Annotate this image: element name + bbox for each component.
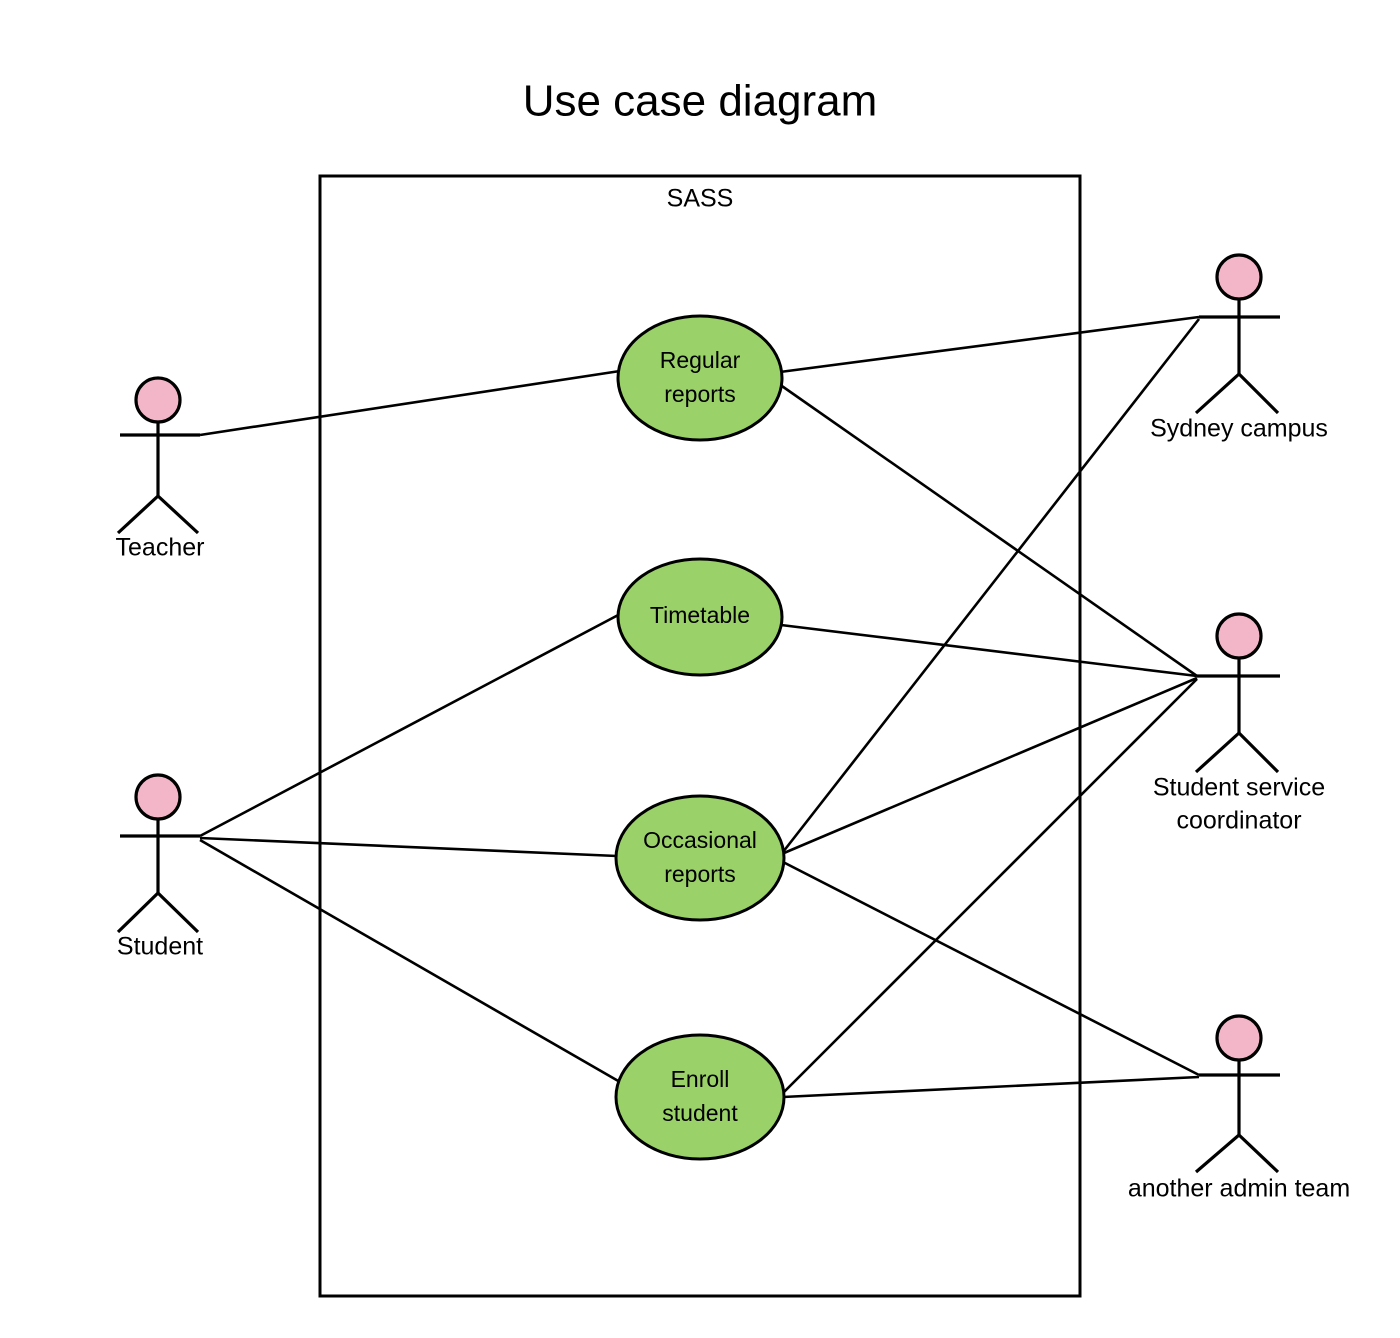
association-student-enroll-student [199,838,621,1084]
actor-label: Teacher [116,534,205,562]
association-line [783,676,1198,855]
actor-student[interactable]: Student [116,773,203,961]
association-line [199,369,621,437]
association-line [782,1075,1200,1099]
association-line [199,838,621,1084]
association-line [199,836,618,858]
actor-sydney-campus[interactable]: Sydney campus [1150,253,1328,443]
association-occasional-reports-service-coordinator [783,676,1198,855]
actor-head-icon [1215,612,1263,660]
actor-head-icon [134,376,182,424]
association-regular-reports-sydney-campus [779,315,1200,374]
use-case-label: reports [664,381,736,407]
association-enroll-student-another-admin-team [782,1075,1200,1099]
use-case-label: Enroll [671,1066,730,1092]
actor-leg-right [1237,372,1280,415]
association-enroll-student-service-coordinator [782,678,1198,1094]
use-case-nodes: RegularreportsTimetableOccasionalreports… [614,314,786,1161]
association-line [779,315,1200,374]
use-case-label: Timetable [650,602,750,628]
actor-leg-right [156,891,200,934]
use-case-label: Regular [660,347,741,373]
association-lines [199,315,1201,1099]
use-case-enroll-student[interactable]: Enroll student [614,1033,786,1161]
association-line [782,678,1198,1094]
association-line [199,611,623,838]
use-case-label: reports [664,861,736,887]
association-regular-reports-service-coordinator [778,382,1198,678]
actor-head-icon [134,773,182,821]
use-case-timetable[interactable]: Timetable [616,557,784,677]
association-line [781,318,1201,853]
use-case-label: Occasional [643,827,757,853]
use-case-label: student [662,1100,738,1126]
actor-leg-right [1237,731,1280,774]
association-occasional-reports-another-admin-team [782,860,1200,1077]
association-occasional-reports-sydney-campus [781,318,1201,853]
actor-leg-left [1194,372,1241,415]
actor-head-icon [1215,253,1263,301]
actor-teacher[interactable]: Teacher [116,376,205,562]
system-boundary-label: SASS [667,185,734,213]
actor-student-service-coordinator[interactable]: Student service coordinator [1153,612,1325,835]
use-case-ellipse[interactable] [614,794,786,922]
system-boundary: SASS [318,174,1082,1298]
association-line [778,382,1198,678]
actor-label: Student service [1153,774,1325,802]
use-case-ellipse[interactable] [614,1033,786,1161]
actor-leg-right [1237,1133,1280,1174]
actor-label: another admin team [1128,1175,1350,1203]
association-teacher-regular-reports [199,369,621,437]
association-line [780,623,1198,678]
actor-leg-left [116,891,160,934]
association-line [782,860,1200,1077]
actor-label: Student [117,933,203,961]
use-case-regular-reports[interactable]: Regular reports [616,314,784,442]
page-title: Use case diagram [523,77,878,126]
association-timetable-service-coordinator [780,623,1198,678]
actor-leg-left [1194,731,1241,774]
association-student-occasional-reports [199,836,618,858]
association-student-timetable [199,611,623,838]
actor-leg-left [1194,1133,1241,1174]
actor-another-admin-team[interactable]: another admin team [1128,1014,1350,1203]
use-case-ellipse[interactable] [616,557,784,677]
actor-head-icon [1215,1014,1263,1062]
system-boundary-rect [318,174,1082,1298]
use-case-occasional-reports[interactable]: Occasional reports [614,794,786,922]
use-case-ellipse[interactable] [616,314,784,442]
actor-leg-right [156,494,200,535]
actor-label: coordinator [1176,807,1301,835]
actor-label: Sydney campus [1150,415,1328,443]
actor-leg-left [116,494,160,535]
